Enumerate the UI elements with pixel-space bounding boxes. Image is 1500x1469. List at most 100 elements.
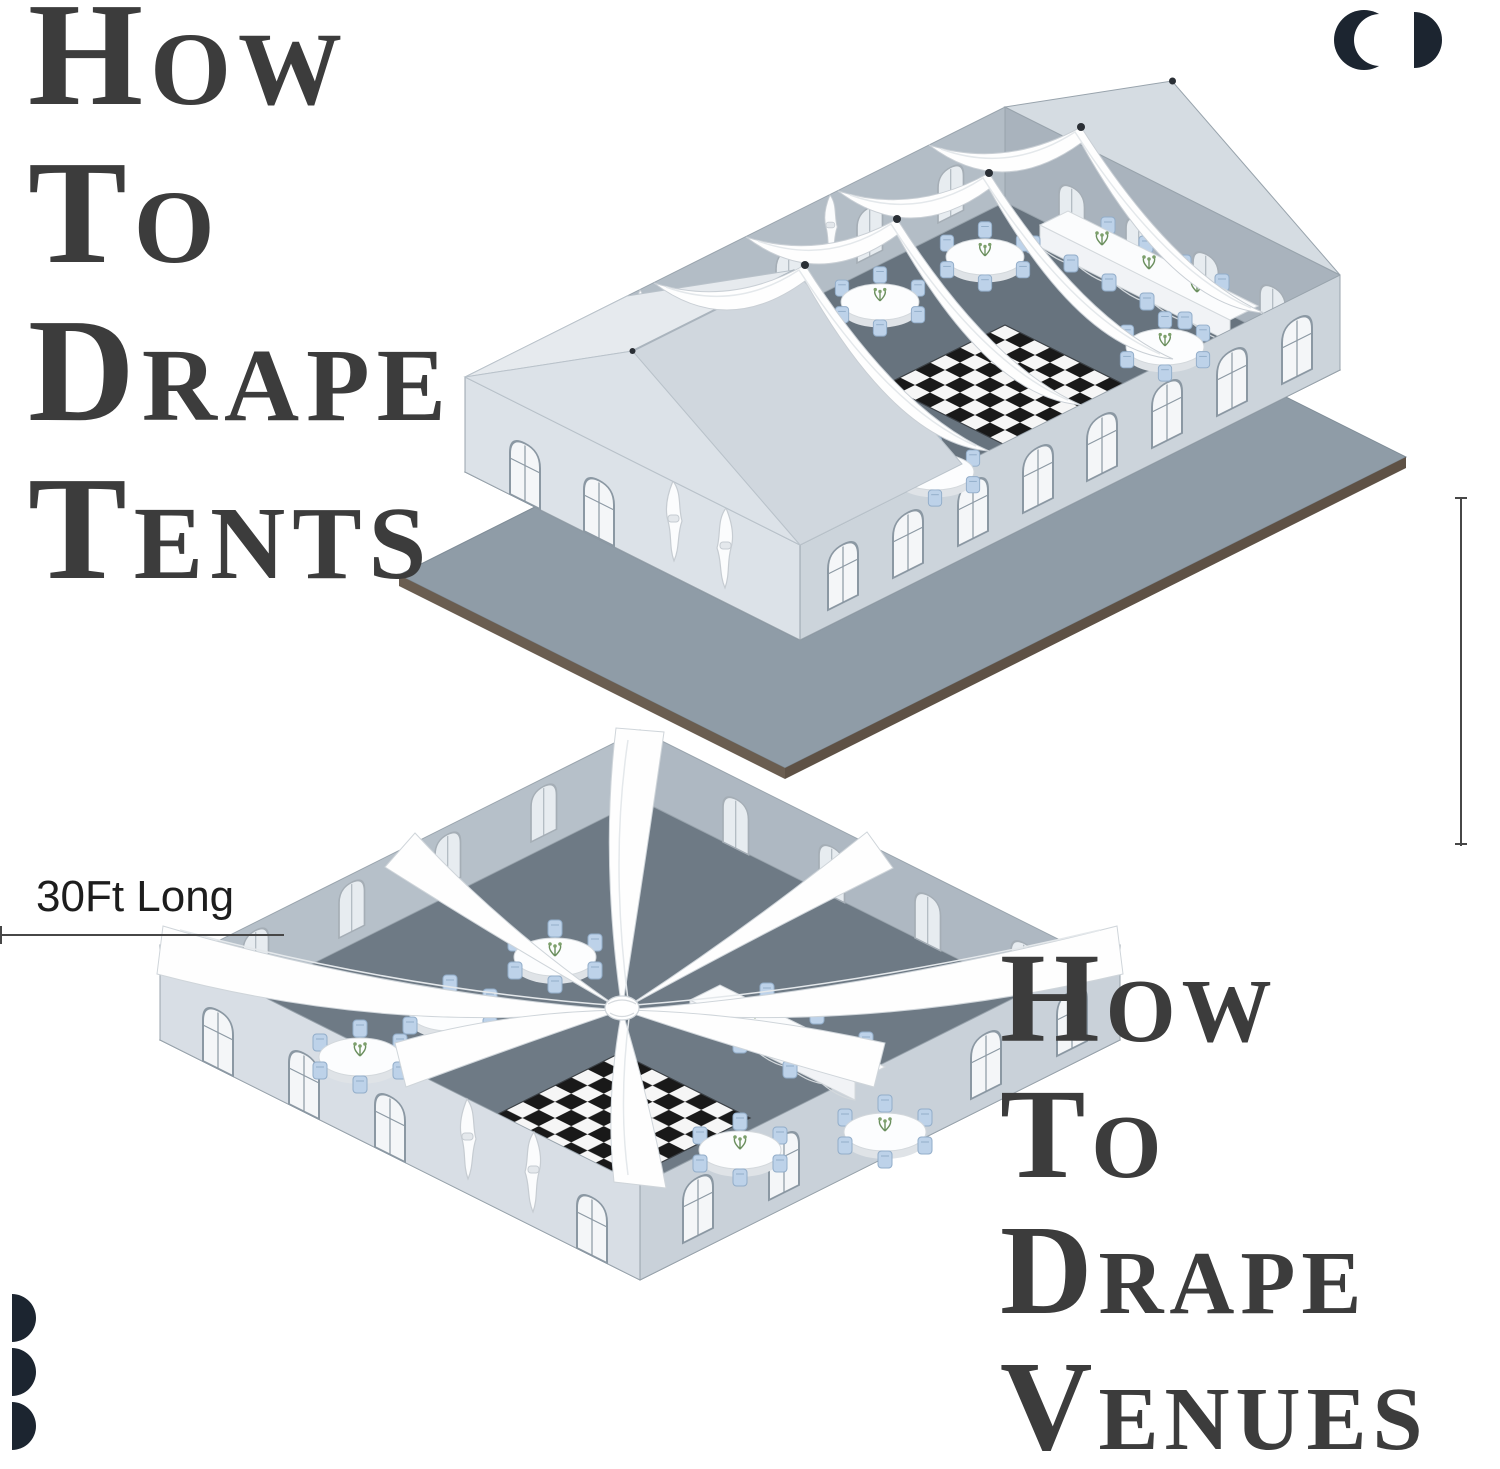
arched-window [434,826,462,891]
radial-drape [384,832,623,1011]
venue-radial-drapes [156,727,1124,1189]
drape-attachment-dot [893,215,901,223]
tent-entrance-curtains [665,480,734,589]
arched-window [775,240,803,305]
ceiling-drape-swag [653,264,990,452]
radial-drape [608,727,665,1011]
round-table [693,1113,787,1186]
tent-gable-face [463,350,801,546]
dimension-line-horizontal [0,934,284,936]
drape-attachment-dot [1077,123,1085,131]
ceiling-drape-swag [837,172,1174,360]
tent-round-tables [710,222,1209,506]
arched-window [613,321,641,386]
arched-window [856,199,884,264]
round-table [940,222,1029,291]
round-table [508,920,602,993]
head-table [683,982,887,1101]
drape-attachment-dot [801,261,809,269]
drape-length-label: 30Ft Long [36,872,235,921]
arched-window [1192,246,1220,311]
arched-window [818,839,846,904]
drape-center-knot [604,995,640,1021]
arched-window [969,1024,1003,1101]
arched-window [826,535,860,612]
heading-line: Drape [1000,1199,1368,1341]
arched-window [530,778,558,843]
tent-ceiling-drapes [629,77,1265,452]
round-table [890,437,979,506]
venue-tables [313,920,932,1186]
tent-far-walls [464,80,1341,473]
arched-window [681,1168,715,1245]
arched-window [1125,212,1153,277]
wall-curtain [824,194,838,260]
venue-entrance-curtains [459,1098,542,1213]
heading-line: To [1000,1063,1168,1205]
drape-attachment-dot [1169,77,1176,85]
dimension-tick [0,926,2,944]
arched-window [1085,406,1119,483]
tent-far-gable [1003,80,1341,276]
wall-curtain [634,289,648,355]
round-table [765,422,854,491]
tent-roof-section [463,269,963,546]
brand-half-disc-stack-icon [12,1294,36,1450]
tent-platform [397,263,1408,779]
arched-window [1259,279,1287,344]
arched-window [937,159,965,224]
venue-near-walls [159,944,1121,1281]
drape-attachment-dot [985,169,993,177]
arched-window [722,791,750,856]
heading-line: Drape [28,289,453,453]
ceiling-drape-swag [745,218,1082,406]
radial-drape [156,925,623,1019]
tent-dance-floor [883,324,1127,446]
round-table [403,975,497,1048]
arched-window [575,1188,609,1265]
radial-drape [394,1009,623,1088]
heading-line: To [28,131,222,295]
dimension-tick [1455,497,1467,499]
venue-far-walls [159,729,1121,1041]
arched-window [373,1087,407,1164]
arched-window [1021,438,1055,515]
heading-how-to-drape-tents: How To Drape Tents [28,0,453,608]
brand-crescent-circle-icon [1334,10,1442,70]
round-table [1120,312,1209,381]
arched-window [1058,179,1086,244]
tent-interior-floor [463,201,1342,641]
round-table [313,1020,407,1093]
arched-window [338,874,366,939]
arched-window [1215,341,1249,418]
arched-window [891,503,925,580]
radial-drape [621,1009,886,1088]
venue-interior-floor [158,799,1122,1281]
arched-window [1150,373,1184,450]
heading-line: How [1000,927,1278,1069]
arched-window [767,1125,801,1202]
radial-drape [610,1009,667,1189]
ceiling-drape-swag [928,126,1265,314]
arched-window [508,434,542,511]
round-table [710,297,799,366]
drape-attachment-dot [629,348,636,354]
dimension-tick [1455,843,1467,845]
heading-how-to-drape-venues: How To Drape Venues [1000,930,1429,1469]
tent-near-walls [464,274,1341,641]
arched-window [582,471,616,548]
arched-window [694,280,722,345]
arched-window [956,471,990,548]
arched-window [914,887,942,952]
heading-line: How [28,0,350,137]
arched-window [287,1044,321,1121]
arched-window [1280,309,1314,386]
heading-line: Venues [1000,1335,1429,1469]
arched-window [532,362,560,427]
dimension-line-vertical [1460,498,1462,846]
head-table [1025,210,1260,343]
round-table [838,1095,932,1168]
venue-dance-floor [488,1052,752,1184]
radial-drape [621,831,894,1011]
